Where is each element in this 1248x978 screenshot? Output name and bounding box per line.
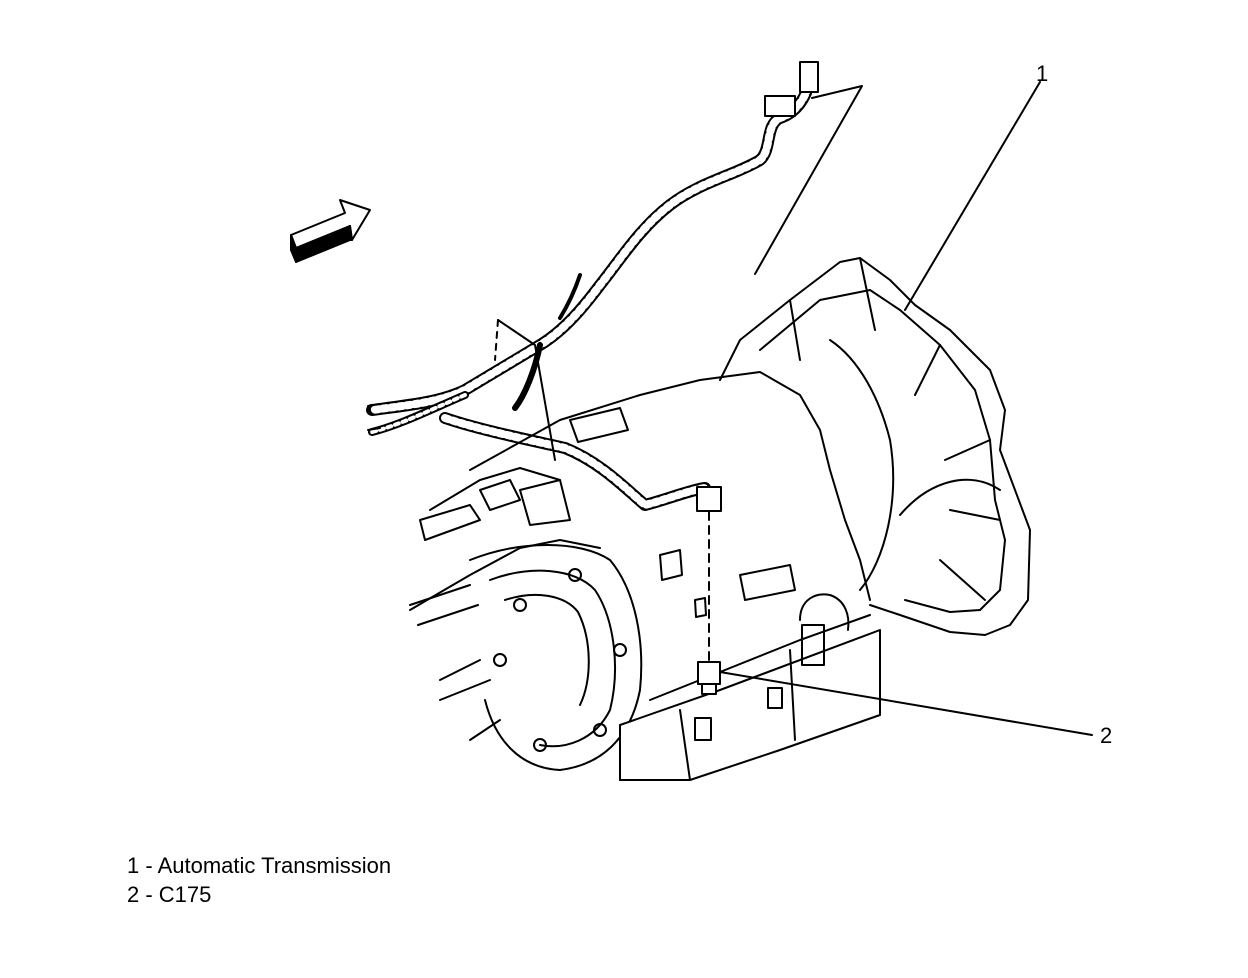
callout-1-leader: [904, 81, 1041, 311]
automatic-transmission: [409, 257, 1031, 781]
wiring-harness: [366, 61, 819, 511]
callout-2-leader: [719, 671, 1093, 736]
c175-connector: [696, 486, 722, 695]
legend-item-c175: 2 - C175: [127, 882, 212, 907]
legend: 1 - Automatic Transmission 2 - C175: [127, 851, 391, 909]
harness-leader-lines: [494, 85, 863, 461]
callout-2: 2: [1100, 723, 1113, 748]
legend-item-automatic-transmission: 1 - Automatic Transmission: [127, 853, 392, 878]
front-direction-arrow-icon: [290, 199, 371, 263]
callout-1: 1: [1036, 61, 1049, 86]
